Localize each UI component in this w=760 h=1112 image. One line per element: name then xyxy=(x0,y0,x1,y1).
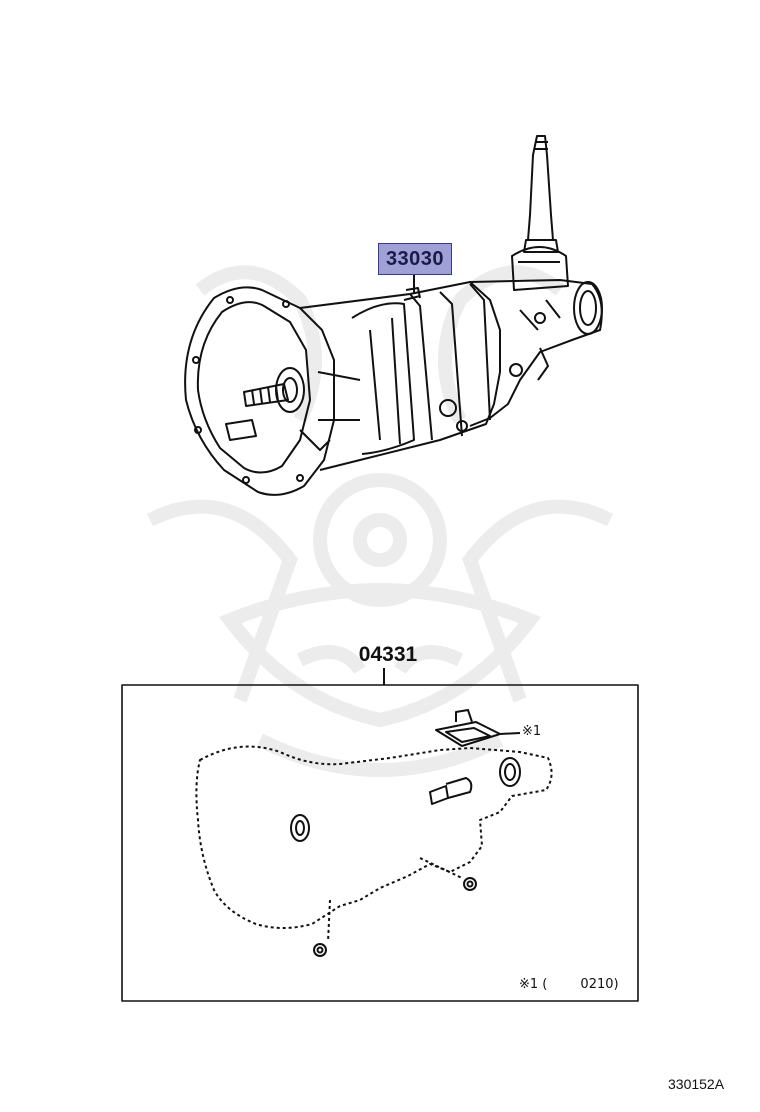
callout-part-04331[interactable]: 04331 xyxy=(358,643,418,666)
bell-housing xyxy=(184,286,335,496)
figure-id: 330152A xyxy=(668,1076,725,1092)
reference-mark: ※1 xyxy=(522,724,542,739)
callout-part-33030[interactable]: 33030 xyxy=(378,243,452,275)
gasket-outline xyxy=(195,745,553,929)
input-shaft xyxy=(243,383,289,407)
shift-lever xyxy=(527,135,554,241)
kit-box xyxy=(121,684,639,1002)
footnote: ※1 ( 0210) xyxy=(519,977,619,992)
